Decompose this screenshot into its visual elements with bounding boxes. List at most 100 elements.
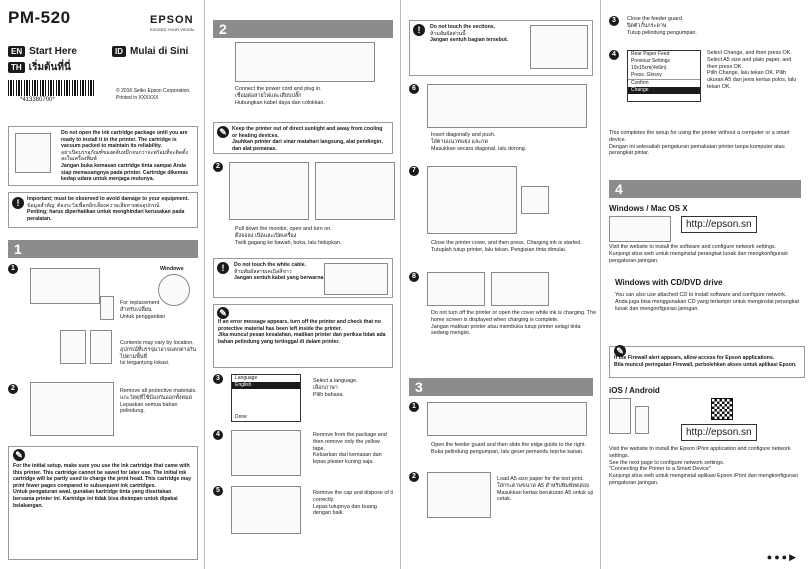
close-cover-image (427, 166, 517, 234)
printer-protective-image (30, 382, 114, 436)
note-do-not-touch: ! Do not touch the sections.ห้ามสัมผัสส่… (409, 20, 593, 76)
step-charging: Do not turn off the printer or open the … (431, 310, 597, 337)
no-open-cover-image (491, 272, 549, 306)
remove-text: Remove all protective materials.แกะวัสดุ… (120, 388, 197, 415)
feeder-guard-image (427, 402, 587, 436)
note-white-cable: ! Do not touch the white cable.ห้ามสัมผั… (213, 258, 393, 298)
step-feeder-guard: Open the feeder guard and then slide the… (431, 442, 586, 455)
note-cartridge: Do not open the ink cartridge package un… (8, 126, 198, 186)
pen-icon: ✎ (13, 449, 25, 461)
pen-icon: ✎ (217, 307, 229, 319)
column-4: 3 Close the feeder guard.ปิดตัวกั้นกระดา… (600, 0, 808, 569)
no-power-off-image (427, 272, 485, 306)
windows-label: Windows (160, 266, 184, 272)
note-firewall: ✎ If the Firewall alert appears, allow a… (609, 345, 805, 378)
setup-complete-text: This completes the setup for using the p… (609, 130, 790, 157)
step-2-badge: 2 (213, 162, 223, 172)
column-2: 2 Connect the power cord and plug in.เชื… (204, 0, 400, 569)
barcode-number: *413380700* (20, 97, 55, 103)
continue-arrow-icon: ●●●▶ (766, 552, 798, 562)
qr-code[interactable] (711, 398, 733, 420)
phone-icon (635, 406, 649, 434)
step-2-badge: 2 (8, 384, 18, 394)
note-sunlight: ✎ Keep the printer out of direct sunligh… (213, 122, 393, 154)
load-paper-image (427, 472, 491, 518)
step-1-badge: 1 (8, 264, 18, 274)
printer-on-image (315, 162, 395, 220)
warning-icon: ! (413, 24, 425, 36)
epson-logo: EPSON (150, 14, 194, 26)
model-name: PM-520 (8, 8, 71, 27)
step-3-badge: 3 (213, 374, 223, 384)
section-2-header: 2 (213, 20, 393, 38)
cartridge-contacts-image (530, 25, 588, 69)
warning-icon: ! (12, 197, 24, 209)
iprint-text: Visit the website to install the Epson i… (609, 446, 798, 486)
insert-cartridge-image (427, 84, 587, 128)
brand-tagline: EXCEED YOUR VISION (150, 27, 194, 32)
cartridge-tape-image (231, 430, 301, 476)
cartridge-icon (100, 296, 114, 320)
step-load-paper: Load A5 size paper for the test print.ใส… (497, 476, 593, 503)
pen-icon: ✎ (217, 126, 229, 138)
step-8-badge: 8 (409, 272, 419, 282)
step-remove-tape: Remove from the package and then remove … (313, 432, 387, 466)
epson-url-link[interactable]: http://epson.sn (681, 216, 757, 233)
language-lcd: Language English Done (231, 374, 301, 422)
step-5-badge: 5 (213, 486, 223, 496)
manual-icon-2 (90, 330, 112, 364)
manual-icon (60, 330, 86, 364)
step-7-badge: 7 (409, 166, 419, 176)
section-4-header: 4 (609, 180, 801, 198)
step-1-badge-3: 1 (409, 402, 419, 412)
copyright: © 2016 Seiko Epson Corporation.Printed i… (116, 88, 191, 101)
power-cord-image (235, 42, 375, 82)
box-contents-image (30, 268, 100, 304)
cartridge-cap-image (231, 486, 301, 534)
white-cable-image (324, 263, 388, 295)
step-insert: Insert diagonally and push.ใส่ตามแนวทแยง… (431, 132, 527, 152)
visit-text: Visit the website to install the softwar… (609, 244, 788, 264)
step-select-change: Select Change, and then press OK. Select… (707, 50, 797, 90)
section-1-header: 1 (8, 240, 198, 258)
note-important: ! Important; must be observed to avoid d… (8, 192, 198, 228)
cd-text: You can also use attached CD to install … (615, 292, 799, 312)
windows-mac-heading: Windows / Mac OS X (609, 204, 688, 213)
charge-button-icon (521, 186, 549, 214)
laptop-icon (609, 216, 671, 242)
cd-icon (158, 274, 190, 306)
section-3-header: 3 (409, 378, 593, 396)
cartridge-package-icon (15, 133, 51, 173)
paper-lcd: Rear Paper Feed Previous Settings 10x15c… (627, 50, 701, 102)
step-remove-cap: Remove the cap and dispose of it correct… (313, 490, 394, 517)
step-4-badge: 4 (213, 430, 223, 440)
step-2-badge-3: 2 (409, 472, 419, 482)
step-pull-down: Pull down the monitor, open and turn on.… (235, 226, 342, 246)
done-button[interactable]: Done (235, 414, 247, 420)
change-option[interactable]: Change (628, 87, 700, 94)
step-close-cover: Close the printer cover, and then press.… (431, 240, 582, 253)
english-option[interactable]: English (232, 382, 300, 389)
step-3-badge-4: 3 (609, 16, 619, 26)
cd-dvd-heading: Windows with CD/DVD drive (615, 278, 723, 287)
note-error: ✎ If an error message appears, turn off … (213, 304, 393, 368)
tablet-icon (609, 398, 631, 434)
epson-url-link-2[interactable]: http://epson.sn (681, 424, 757, 441)
step-4-badge-4: 4 (609, 50, 619, 60)
step-connect: Connect the power cord and plug in.เชื่อ… (235, 86, 325, 106)
column-3: ! Do not touch the sections.ห้ามสัมผัสส่… (400, 0, 600, 569)
step-6-badge: 6 (409, 84, 419, 94)
contents-text: Contents may vary by location.อุปกรณ์ที่… (120, 340, 197, 367)
note-initial-setup: ✎ For the initial setup, make sure you u… (8, 446, 198, 560)
monitor-open-image (229, 162, 309, 220)
barcode (8, 80, 94, 96)
warning-icon: ! (217, 262, 229, 274)
pen-icon: ✎ (614, 345, 626, 357)
